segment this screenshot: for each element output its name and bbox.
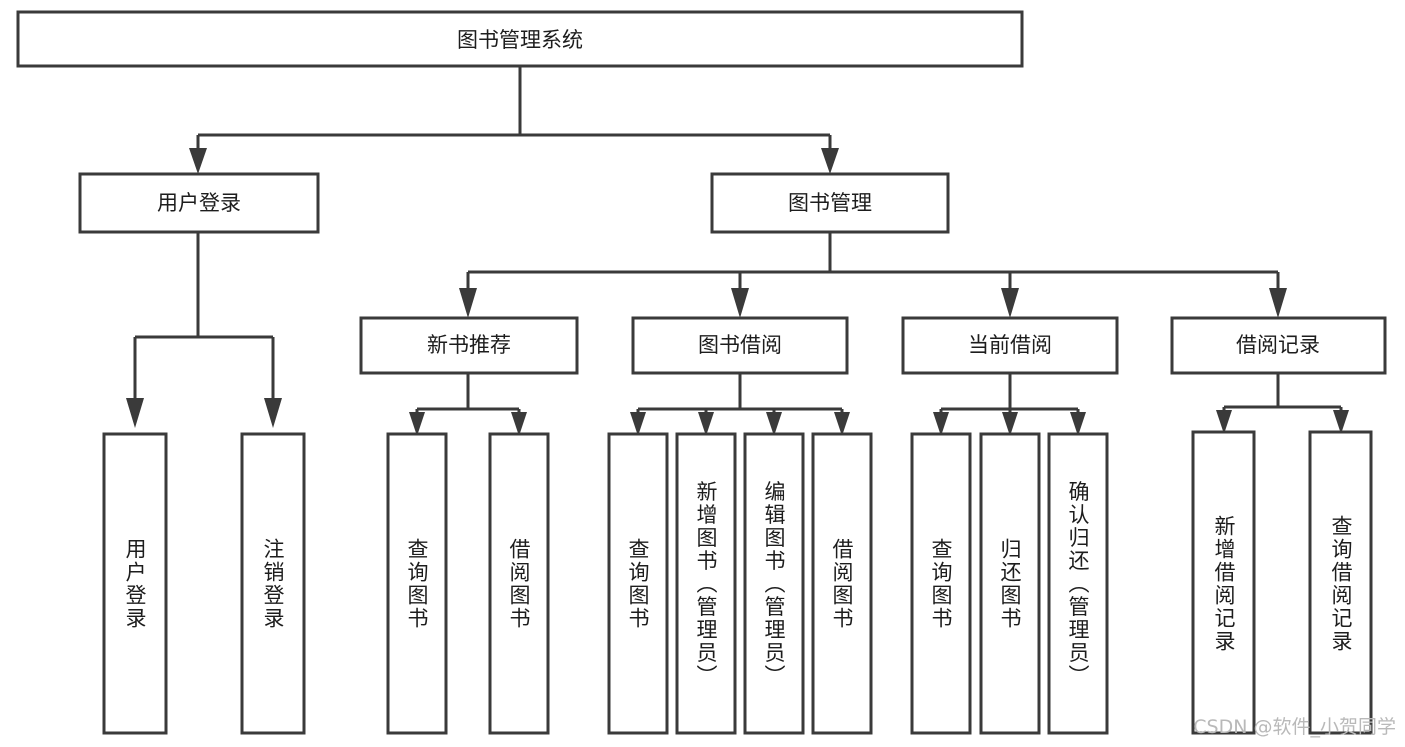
- node-leaf-confirm-return-admin[interactable]: 确认归还（管理员）: [1047, 432, 1109, 735]
- arrowhead-current-borrow: [1001, 288, 1019, 318]
- node-leaf-query-book-3[interactable]: 查询图书: [910, 432, 972, 735]
- node-book-management-box[interactable]: [710, 172, 950, 234]
- node-leaf-add-borrow-record[interactable]: 新增借阅记录: [1191, 430, 1256, 735]
- arrowhead-leaf-add-book-admin: [698, 412, 714, 436]
- node-leaf-confirm-return-admin-box[interactable]: [1047, 432, 1109, 735]
- node-leaf-borrow-book-2-label: 借阅图书: [830, 538, 854, 630]
- node-new-book-recommend-label: 新书推荐: [427, 333, 511, 357]
- arrowhead-leaf-borrow-book-2: [834, 412, 850, 436]
- node-leaf-logout-login[interactable]: 注销登录: [240, 432, 306, 735]
- node-leaf-query-book-2-label: 查询图书: [626, 538, 650, 630]
- node-book-management-label: 图书管理: [788, 191, 872, 215]
- arrowhead-leaf-edit-book-admin: [766, 412, 782, 436]
- arrowhead-leaf-confirm-return-admin: [1070, 412, 1086, 436]
- arrowhead-leaf-logout-login: [264, 398, 282, 428]
- node-leaf-query-book-3-box[interactable]: [910, 432, 972, 735]
- node-root-system-label: 图书管理系统: [457, 28, 583, 52]
- node-leaf-query-book-1-label: 查询图书: [405, 538, 429, 630]
- node-leaf-query-book-2[interactable]: 查询图书: [607, 432, 669, 735]
- node-leaf-query-borrow-record-label: 查询借阅记录: [1329, 515, 1353, 653]
- arrowhead-book-management: [821, 148, 839, 174]
- arrowhead-leaf-query-book-3: [933, 412, 949, 436]
- node-current-borrow-label: 当前借阅: [968, 333, 1052, 357]
- node-leaf-edit-book-admin[interactable]: 编辑图书（管理员）: [743, 432, 805, 735]
- node-leaf-borrow-book-2[interactable]: 借阅图书: [811, 432, 873, 735]
- node-book-borrow-label: 图书借阅: [698, 333, 782, 357]
- node-borrow-record-box[interactable]: [1170, 316, 1387, 375]
- node-borrow-record[interactable]: 借阅记录: [1170, 316, 1387, 375]
- node-leaf-return-book-label: 归还图书: [998, 538, 1022, 630]
- node-user-login-label: 用户登录: [157, 191, 241, 215]
- node-root-system[interactable]: 图书管理系统: [16, 10, 1024, 68]
- arrowhead-leaf-add-borrow-record: [1216, 410, 1232, 434]
- arrowhead-borrow-record: [1269, 288, 1287, 318]
- node-user-login-box[interactable]: [78, 172, 320, 234]
- node-new-book-recommend-box[interactable]: [359, 316, 579, 375]
- node-leaf-edit-book-admin-label: 编辑图书（管理员）: [762, 481, 786, 688]
- arrowhead-user-login: [189, 148, 207, 174]
- node-leaf-query-book-1-box[interactable]: [386, 432, 448, 735]
- arrowhead-leaf-query-borrow-record: [1333, 410, 1349, 434]
- node-leaf-user-login[interactable]: 用户登录: [102, 432, 168, 735]
- node-book-borrow[interactable]: 图书借阅: [631, 316, 849, 375]
- node-leaf-return-book-box[interactable]: [979, 432, 1041, 735]
- node-root-system-box[interactable]: [16, 10, 1024, 68]
- node-leaf-add-borrow-record-label: 新增借阅记录: [1212, 515, 1236, 653]
- node-new-book-recommend[interactable]: 新书推荐: [359, 316, 579, 375]
- watermark-label: CSDN @软件_小贺同学: [1193, 716, 1396, 738]
- node-leaf-user-login-label: 用户登录: [123, 538, 147, 630]
- arrowhead-new-book-recommend: [459, 288, 477, 318]
- node-leaf-confirm-return-admin-label: 确认归还（管理员）: [1066, 481, 1090, 688]
- node-book-management[interactable]: 图书管理: [710, 172, 950, 234]
- node-leaf-add-book-admin-label: 新增图书（管理员）: [694, 481, 718, 688]
- node-leaf-borrow-book-1[interactable]: 借阅图书: [488, 432, 550, 735]
- arrowhead-leaf-query-book-2: [630, 412, 646, 436]
- node-current-borrow[interactable]: 当前借阅: [901, 316, 1119, 375]
- node-leaf-query-book-3-label: 查询图书: [929, 538, 953, 630]
- node-leaf-borrow-book-2-box[interactable]: [811, 432, 873, 735]
- node-leaf-query-borrow-record[interactable]: 查询借阅记录: [1308, 430, 1373, 735]
- node-book-borrow-box[interactable]: [631, 316, 849, 375]
- arrowhead-book-borrow: [731, 288, 749, 318]
- node-leaf-borrow-book-1-label: 借阅图书: [507, 538, 531, 630]
- node-leaf-logout-login-label: 注销登录: [261, 538, 285, 630]
- node-leaf-logout-login-box[interactable]: [240, 432, 306, 735]
- node-leaf-add-book-admin[interactable]: 新增图书（管理员）: [675, 432, 737, 735]
- node-borrow-record-label: 借阅记录: [1236, 333, 1320, 357]
- connector-layer: [126, 66, 1349, 436]
- node-leaf-user-login-box[interactable]: [102, 432, 168, 735]
- arrowhead-leaf-query-book-1: [409, 412, 425, 436]
- node-leaf-add-book-admin-box[interactable]: [675, 432, 737, 735]
- node-current-borrow-box[interactable]: [901, 316, 1119, 375]
- node-user-login[interactable]: 用户登录: [78, 172, 320, 234]
- node-leaf-query-book-1[interactable]: 查询图书: [386, 432, 448, 735]
- arrowhead-leaf-borrow-book-1: [511, 412, 527, 436]
- arrowhead-leaf-return-book: [1002, 412, 1018, 436]
- node-leaf-query-borrow-record-box[interactable]: [1308, 430, 1373, 735]
- node-leaf-borrow-book-1-box[interactable]: [488, 432, 550, 735]
- node-leaf-add-borrow-record-box[interactable]: [1191, 430, 1256, 735]
- node-leaf-query-book-2-box[interactable]: [607, 432, 669, 735]
- node-leaf-edit-book-admin-box[interactable]: [743, 432, 805, 735]
- node-leaf-return-book[interactable]: 归还图书: [979, 432, 1041, 735]
- arrowhead-leaf-user-login: [126, 398, 144, 428]
